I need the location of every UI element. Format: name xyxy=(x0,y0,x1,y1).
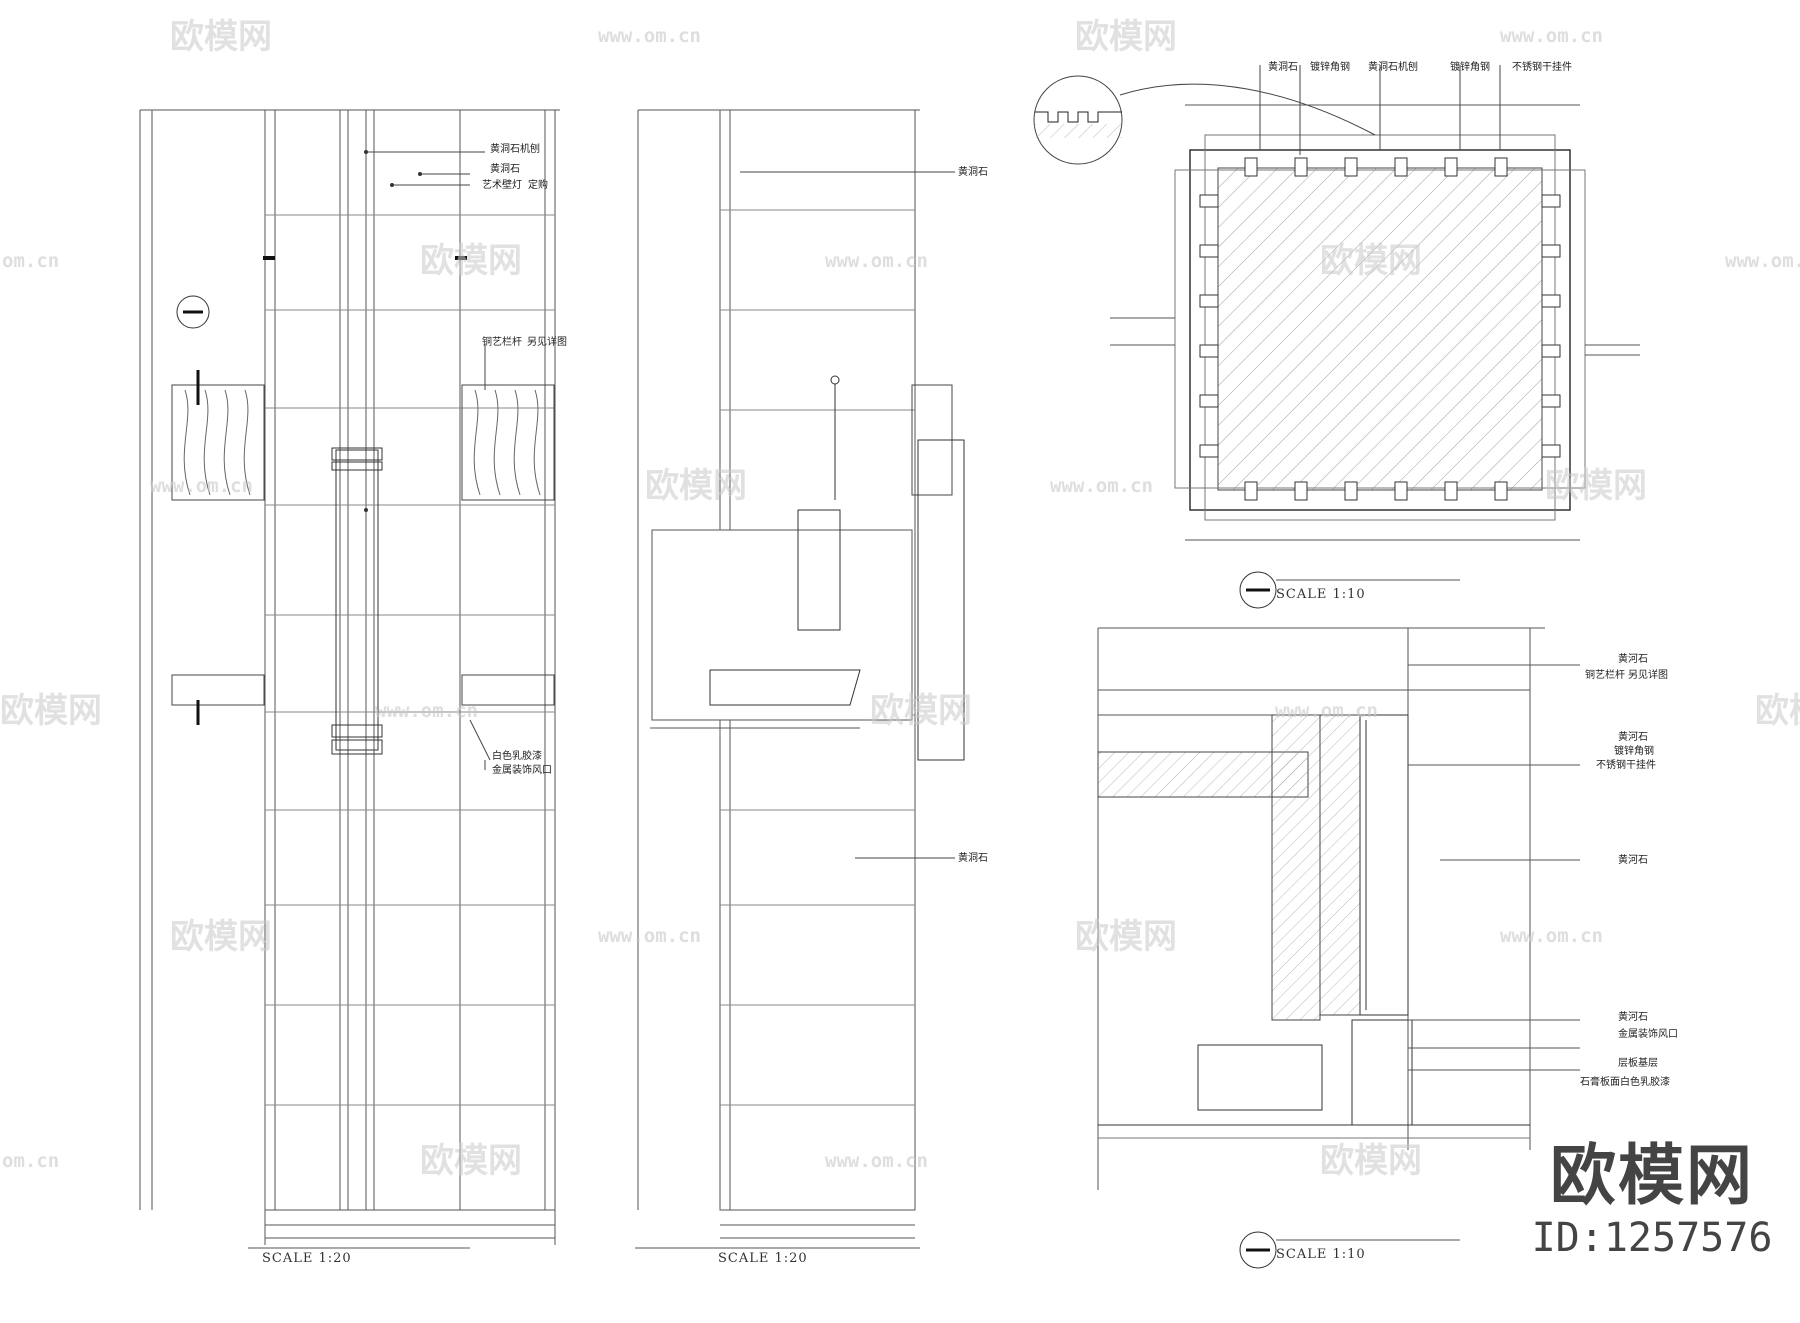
section-label-10: 层板基层 xyxy=(1618,1056,1658,1069)
section-label-4: 黄河石 xyxy=(1618,730,1648,743)
watermark-logo: 欧模网 xyxy=(170,917,272,957)
watermark-layer: 欧模网 欧模网 欧模网 欧模网 欧模网 欧模网 欧模网 欧模网 欧模网 欧模网 … xyxy=(0,17,1800,1181)
watermark-logo: 欧模网 xyxy=(1320,1141,1422,1181)
elev-a-scale: SCALE 1:20 xyxy=(262,1251,352,1266)
elev-a-label-5: 铜艺栏杆 xyxy=(482,335,522,348)
watermark-logo: 欧模网 xyxy=(1320,241,1422,281)
watermark-url: www.om.cn xyxy=(598,925,701,947)
watermark-logo: 欧模网 xyxy=(1545,466,1647,506)
plan-label-2: 镀锌角钢 xyxy=(1310,60,1350,73)
watermark-url: www.om.cn xyxy=(1500,925,1603,947)
section-label-8: 黄河石 xyxy=(1618,1010,1648,1023)
watermark-logo: 欧模网 xyxy=(1075,17,1177,57)
section-scale: SCALE 1:10 xyxy=(1276,1247,1366,1262)
watermark-logo: 欧模网 xyxy=(1075,917,1177,957)
elev-b-label-2: 黄洞石 xyxy=(958,851,988,864)
brand-id: ID:1257576 xyxy=(1531,1215,1773,1261)
elev-a-label-1: 黄洞石机刨 xyxy=(490,142,540,155)
watermark-url: www.om.cn xyxy=(598,25,701,47)
plan-scale: SCALE 1:10 xyxy=(1276,587,1366,602)
elev-b-scale: SCALE 1:20 xyxy=(718,1251,808,1266)
elev-a-label-2: 黄洞石 xyxy=(490,162,520,175)
watermark-url: www.om.cn xyxy=(1500,25,1603,47)
section-label-5: 镀锌角钢 xyxy=(1614,744,1654,757)
watermark-logo: 欧模网 xyxy=(420,241,522,281)
watermark-url: www.om.cn xyxy=(375,700,478,722)
watermark-logo: 欧模网 xyxy=(170,17,272,57)
elev-a-label-6: 另见详图 xyxy=(527,335,567,348)
watermark-logo: 欧模网 xyxy=(645,466,747,506)
plan-label-3: 黄洞石机刨 xyxy=(1368,60,1418,73)
watermark-logo: 欧模网 xyxy=(1755,691,1800,731)
section-label-11: 石膏板面白色乳胶漆 xyxy=(1580,1075,1670,1088)
elevation-a: SCALE 1:20 黄洞石机刨 黄洞石 艺术壁灯 定购 铜艺栏杆 另见详图 白… xyxy=(139,109,567,1266)
section-label-2: 铜艺栏杆 xyxy=(1585,668,1625,681)
watermark-url: www.om.cn xyxy=(150,475,253,497)
watermark-url: www.om.cn xyxy=(1275,700,1378,722)
watermark-url-fragment: om.cn xyxy=(2,1150,59,1172)
section-label-9: 金属装饰风口 xyxy=(1618,1027,1678,1040)
elev-a-label-4: 定购 xyxy=(528,178,548,191)
section-detail: SCALE 1:10 黄河石 铜艺栏杆 另见详图 黄河石 镀锌角钢 不锈钢干挂件… xyxy=(1097,627,1678,1269)
brand-logo: 欧模网 xyxy=(1550,1137,1754,1214)
elev-a-label-3: 艺术壁灯 xyxy=(482,178,522,191)
section-label-1: 黄河石 xyxy=(1618,652,1648,665)
section-label-7: 黄河石 xyxy=(1618,853,1648,866)
watermark-url-fragment: om.cn xyxy=(2,250,59,272)
section-label-3: 另见详图 xyxy=(1628,668,1668,681)
watermark-url: www.om.cn xyxy=(1725,250,1800,272)
elev-b-label-1: 黄洞石 xyxy=(958,165,988,178)
plan-label-1: 黄洞石 xyxy=(1268,60,1298,73)
brand-block: 欧模网 ID:1257576 xyxy=(1512,1138,1792,1262)
plan-section: SCALE 1:10 黄洞石 镀锌角钢 黄洞石机刨 镀锌角钢 不锈钢干挂件 xyxy=(1033,60,1640,609)
elev-a-label-7: 白色乳胶漆 xyxy=(492,749,542,762)
watermark-url: www.om.cn xyxy=(1050,475,1153,497)
section-label-6: 不锈钢干挂件 xyxy=(1596,758,1656,771)
watermark-logo: 欧模网 xyxy=(0,691,102,731)
watermark-logo: 欧模网 xyxy=(870,691,972,731)
watermark-logo: 欧模网 xyxy=(420,1141,522,1181)
elev-a-label-8: 金属装饰风口 xyxy=(492,763,552,776)
watermark-url: www.om.cn xyxy=(825,1150,928,1172)
watermark-url: www.om.cn xyxy=(825,250,928,272)
elevation-b: SCALE 1:20 黄洞石 黄洞石 xyxy=(635,109,988,1266)
plan-label-5: 不锈钢干挂件 xyxy=(1512,60,1572,73)
plan-label-4: 镀锌角钢 xyxy=(1450,60,1490,73)
